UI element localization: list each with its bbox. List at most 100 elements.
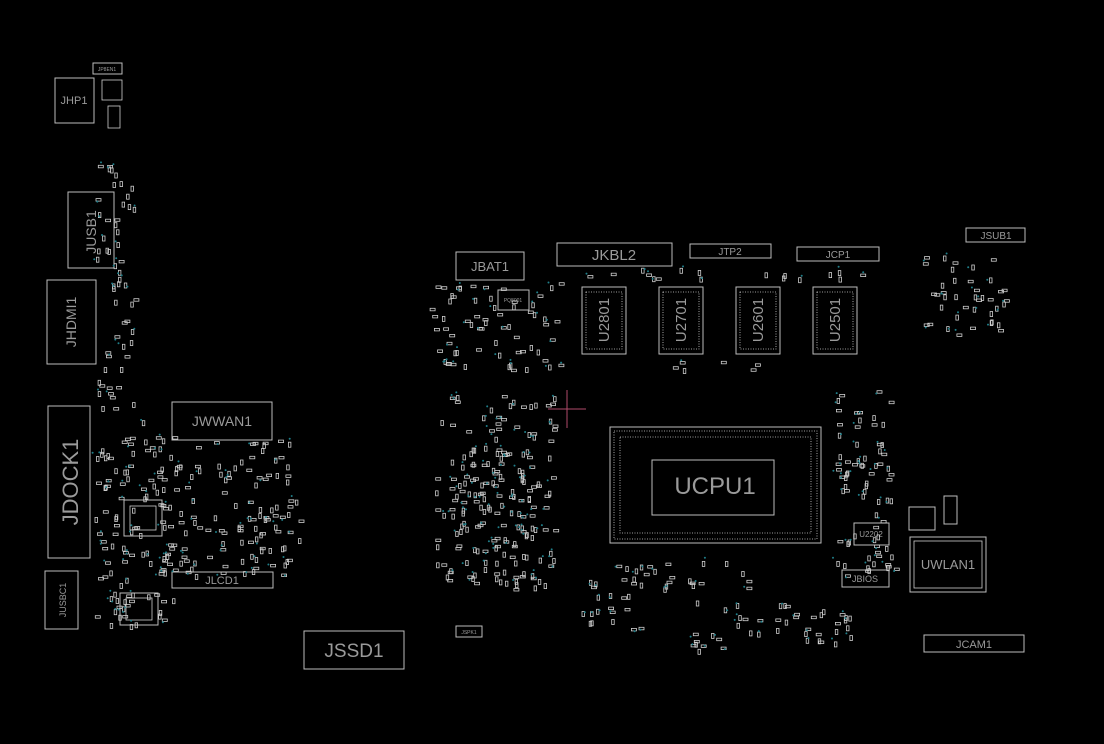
jssd1-label: JSSD1 — [324, 641, 383, 662]
passive-part — [515, 350, 522, 355]
jusbc1-connector[interactable]: JUSBC1 — [44, 570, 79, 630]
passive-part — [97, 164, 104, 169]
passive-part — [548, 564, 555, 568]
jcp1-connector[interactable]: JCP1 — [796, 246, 880, 262]
passive-part — [157, 475, 164, 479]
via — [290, 495, 293, 497]
passive-part — [97, 248, 101, 255]
jsub1-connector[interactable]: JSUB1 — [965, 227, 1026, 243]
passive-part — [665, 562, 672, 566]
jhdmi1-connector[interactable]: JHDMI1 — [46, 279, 97, 365]
passive-part — [118, 614, 122, 621]
jssd1-connector[interactable]: JSSD1 — [303, 630, 405, 670]
via — [835, 392, 838, 395]
memory-u2601[interactable]: U2601 — [735, 286, 781, 355]
passive-part — [627, 593, 631, 600]
jhp1-connector[interactable]: JHP1 — [54, 77, 95, 124]
via — [849, 470, 852, 473]
passive-part — [749, 630, 753, 637]
passive-part — [548, 364, 552, 371]
passive-part — [114, 514, 119, 521]
via — [551, 565, 554, 568]
small-ic-right — [908, 506, 936, 531]
passive-part — [445, 361, 452, 366]
passive-part — [987, 298, 994, 302]
jdock1-connector[interactable]: JDOCK1 — [47, 405, 91, 559]
passive-part — [132, 402, 136, 408]
passive-part — [885, 565, 892, 569]
passive-part — [922, 262, 929, 266]
via — [528, 451, 531, 454]
passive-part — [172, 568, 179, 572]
passive-part — [510, 368, 517, 373]
via — [146, 553, 149, 555]
jusb1-connector[interactable]: JUSB1 — [67, 191, 115, 269]
via — [879, 496, 882, 499]
passive-part — [109, 396, 116, 400]
passive-part — [845, 574, 851, 578]
uwlan1-module[interactable]: UWLAN1 — [909, 536, 987, 593]
passive-part — [836, 408, 842, 413]
passive-part — [641, 267, 645, 274]
passive-part — [735, 603, 740, 609]
passive-part — [126, 594, 133, 598]
jcam1-connector[interactable]: JCAM1 — [923, 634, 1025, 653]
passive-part — [99, 384, 106, 388]
passive-part — [835, 622, 841, 626]
jkbl2-connector[interactable]: JKBL2 — [556, 242, 673, 267]
via — [465, 508, 467, 511]
passive-part — [836, 561, 840, 567]
passive-part — [878, 448, 882, 455]
via — [499, 463, 502, 466]
passive-part — [940, 282, 945, 289]
passive-part — [458, 285, 462, 292]
passive-part — [145, 448, 152, 453]
passive-part — [262, 477, 269, 482]
via — [99, 539, 102, 542]
via — [461, 461, 464, 464]
passive-part — [693, 640, 700, 644]
passive-part — [147, 594, 151, 601]
via — [121, 479, 124, 482]
passive-part — [174, 488, 181, 492]
cpu-ucpu1[interactable]: UCPU1 — [609, 426, 822, 544]
passive-part — [750, 368, 757, 372]
memory-u2801[interactable]: U2801 — [581, 286, 627, 355]
passive-part — [449, 333, 456, 338]
ic-grid-upper — [123, 499, 163, 537]
via — [467, 494, 470, 497]
passive-part — [543, 506, 550, 510]
passive-part — [486, 461, 490, 468]
passive-part — [973, 294, 978, 301]
passive-part — [451, 513, 455, 520]
passive-part — [482, 509, 487, 515]
via — [530, 508, 533, 511]
passive-part — [134, 622, 139, 629]
passive-part — [464, 319, 471, 324]
passive-part — [266, 473, 273, 478]
passive-part — [502, 569, 507, 576]
passive-part — [621, 578, 628, 582]
memory-u2501[interactable]: U2501 — [812, 286, 858, 355]
jbat1-connector[interactable]: JBAT1 — [455, 251, 525, 281]
passive-part — [552, 428, 558, 432]
via — [126, 285, 129, 288]
passive-part — [533, 585, 537, 592]
passive-part — [725, 561, 729, 567]
small-part — [107, 105, 121, 129]
passive-part — [587, 275, 594, 279]
passive-part — [815, 632, 822, 637]
via — [987, 323, 989, 326]
jtp2-connector[interactable]: JTP2 — [689, 243, 772, 259]
memory-u2701[interactable]: U2701 — [658, 286, 704, 355]
jp8en1-connector[interactable]: JP8EN1 — [92, 62, 123, 75]
passive-part — [141, 420, 146, 427]
jspk1-connector[interactable]: JSPK1 — [455, 625, 483, 638]
via — [482, 459, 485, 462]
passive-part — [527, 455, 533, 460]
via — [283, 574, 286, 577]
via — [452, 397, 455, 399]
passive-part — [699, 276, 703, 283]
jwwan1-connector[interactable]: JWWAN1 — [171, 401, 273, 441]
passive-part — [100, 540, 107, 544]
